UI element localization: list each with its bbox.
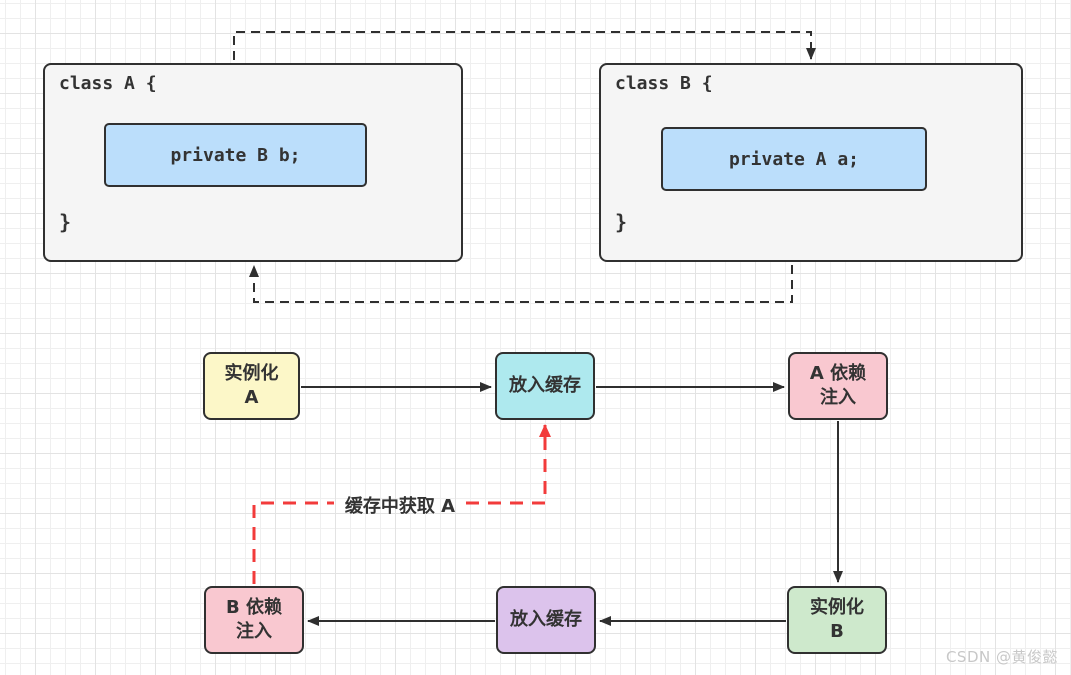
node-a-dependency-injection: A 依赖 注入 <box>788 352 888 420</box>
cache-fetch-label: 缓存中获取 A <box>344 496 456 517</box>
arrow-cache-fetch-a-left <box>252 501 334 584</box>
node-b-dependency-injection: B 依赖 注入 <box>204 586 304 654</box>
class-b-box: class B { private A a; } <box>599 63 1023 262</box>
class-a-field-box: private B b; <box>104 123 367 187</box>
class-a-field-text: private B b; <box>170 144 301 166</box>
node-instantiate-a: 实例化 A <box>203 352 300 420</box>
node-instantiate-b: 实例化 B <box>787 586 887 654</box>
node-put-cache-bottom: 放入缓存 <box>496 586 596 654</box>
class-a-box: class A { private B b; } <box>43 63 463 262</box>
arrow-cache-fetch-a-right <box>466 424 551 505</box>
watermark: CSDN @黄俊懿 <box>945 648 1058 666</box>
class-a-footer: } <box>59 210 72 234</box>
class-a-header: class A { <box>59 73 157 94</box>
class-b-footer: } <box>615 210 628 234</box>
class-b-field-box: private A a; <box>661 127 927 191</box>
class-b-header: class B { <box>615 73 713 94</box>
class-b-field-text: private A a; <box>728 148 860 170</box>
node-put-cache-top: 放入缓存 <box>495 352 595 420</box>
